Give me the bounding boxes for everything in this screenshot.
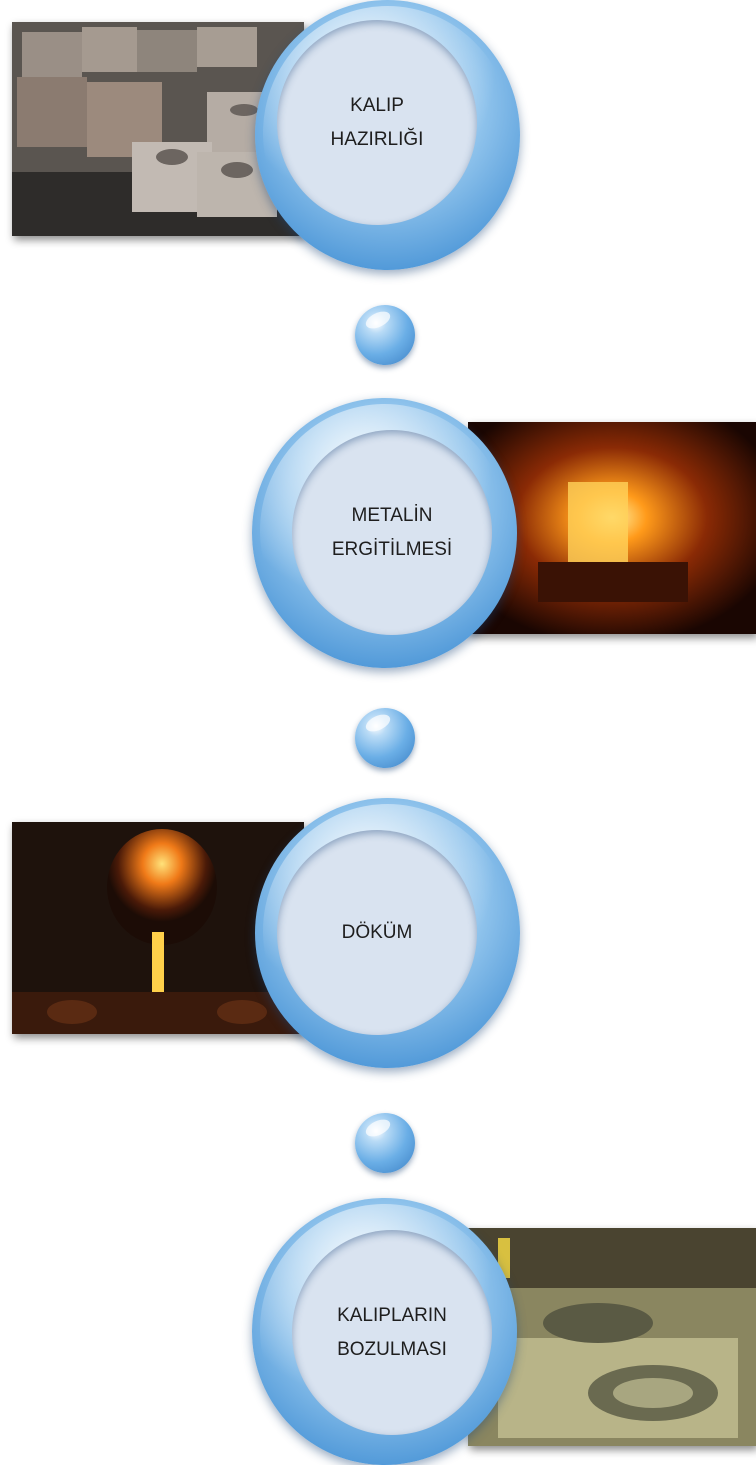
step-inner-1: KALIP HAZIRLIĞI bbox=[277, 20, 477, 225]
step-label-2: METALİN ERGİTİLMESİ bbox=[331, 504, 453, 560]
connector-dot-1 bbox=[355, 305, 415, 365]
connector-dot-2 bbox=[355, 708, 415, 768]
step-inner-4: KALIPLARIN BOZULMASI bbox=[292, 1230, 492, 1435]
step-label-4: KALIPLARIN BOZULMASI bbox=[337, 1304, 447, 1360]
step-circle-2: METALİN ERGİTİLMESİ bbox=[252, 398, 517, 668]
connector-dot-3 bbox=[355, 1113, 415, 1173]
furnace-photo bbox=[468, 422, 756, 634]
step-circle-1: KALIP HAZIRLIĞI bbox=[255, 0, 520, 270]
step-circle-3: DÖKÜM bbox=[255, 798, 520, 1068]
step-label-3: DÖKÜM bbox=[341, 921, 413, 943]
step-inner-3: DÖKÜM bbox=[277, 830, 477, 1035]
step-circle-4: KALIPLARIN BOZULMASI bbox=[252, 1198, 517, 1465]
step-label-1: KALIP HAZIRLIĞI bbox=[330, 94, 424, 150]
step-inner-2: METALİN ERGİTİLMESİ bbox=[292, 430, 492, 635]
